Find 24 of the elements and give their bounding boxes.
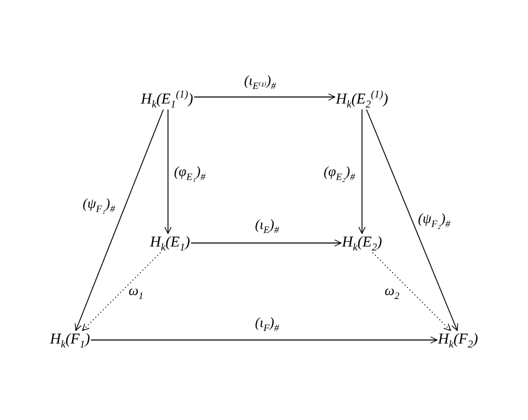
arrow xyxy=(164,109,172,234)
math-expression: H$_{k}$(F$_{2}$) xyxy=(438,332,478,348)
edge-label: (ι$_{F}$)$_{#}$ xyxy=(254,317,280,331)
arrow xyxy=(90,336,438,344)
arrow xyxy=(366,109,458,331)
math-expression: H$_{k}$(E$_{2}$) xyxy=(342,234,382,250)
edge-label: (ψ$_{F₂}$)$_{#}$ xyxy=(418,213,450,227)
dotted-arrow xyxy=(82,252,161,331)
arrow xyxy=(194,93,336,101)
arrow xyxy=(190,239,342,247)
math-expression: H$_{k}$(E$_{2}$$^{(1)}$) xyxy=(336,92,388,108)
edge-label: (ι$_{E⁽¹⁾}$)$_{#}$ xyxy=(244,75,276,89)
arrow xyxy=(358,109,366,234)
edge-label: (φ$_{E₁}$)$_{#}$ xyxy=(174,166,206,180)
edge-label: ω$_{1}$ xyxy=(128,285,144,299)
math-expression: H$_{k}$(E$_{1}$$^{(1)}$) xyxy=(140,92,194,108)
edge-label: (ψ$_{F₁}$)$_{#}$ xyxy=(82,198,115,212)
edge-label: ω$_{2}$ xyxy=(384,285,400,299)
math-expression: H$_{k}$(F$_{1}$) xyxy=(50,332,90,348)
arrow xyxy=(74,109,164,331)
edge-label: (φ$_{E₂}$)$_{#}$ xyxy=(324,166,355,180)
dotted-arrow xyxy=(372,252,451,331)
math-expression: H$_{k}$(E$_{1}$) xyxy=(150,234,190,250)
edge-label: (ι$_{E}$)$_{#}$ xyxy=(254,219,280,233)
